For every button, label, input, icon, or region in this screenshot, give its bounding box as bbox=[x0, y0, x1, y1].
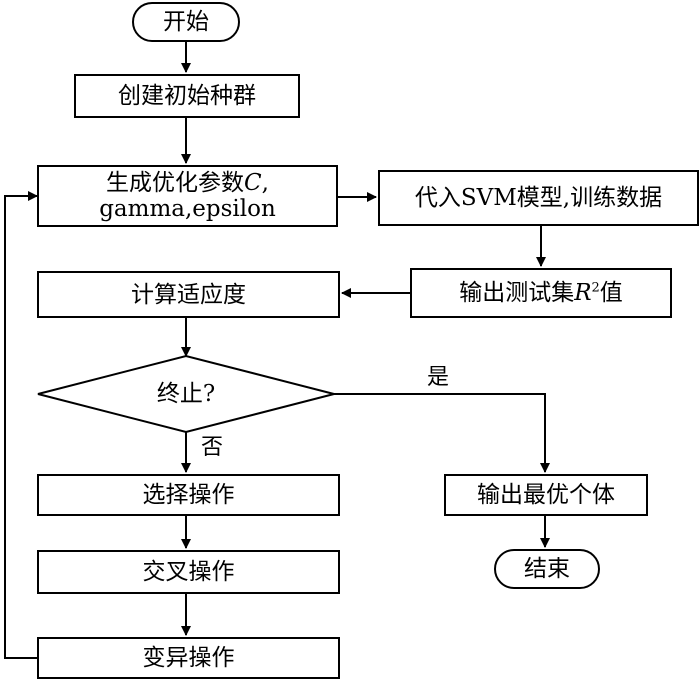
crossover-label: 交叉操作 bbox=[142, 559, 235, 585]
selection-label: 选择操作 bbox=[142, 482, 235, 508]
end-node: 结束 bbox=[494, 549, 600, 589]
generate-params-box: 生成优化参数C, gamma,epsilon bbox=[37, 165, 338, 227]
crossover-box: 交叉操作 bbox=[37, 550, 340, 594]
mutation-label: 变异操作 bbox=[142, 645, 235, 671]
compute-fitness-label: 计算适应度 bbox=[131, 281, 246, 308]
terminate-question-label: 终止? bbox=[156, 381, 216, 407]
create-population-box: 创建初始种群 bbox=[74, 74, 300, 118]
output-r2-box: 输出测试集R2值 bbox=[410, 268, 672, 318]
svm-train-label: 代入SVM模型,训练数据 bbox=[414, 185, 663, 211]
output-best-box: 输出最优个体 bbox=[444, 474, 648, 516]
output-r2-label: 输出测试集R2值 bbox=[459, 280, 623, 306]
svm-train-box: 代入SVM模型,训练数据 bbox=[378, 170, 699, 226]
selection-box: 选择操作 bbox=[37, 474, 340, 516]
compute-fitness-box: 计算适应度 bbox=[37, 271, 340, 318]
output-best-label: 输出最优个体 bbox=[477, 482, 615, 508]
generate-params-line2: gamma,epsilon bbox=[99, 196, 276, 222]
start-label: 开始 bbox=[163, 9, 209, 35]
create-population-label: 创建初始种群 bbox=[118, 83, 256, 109]
edge-mutation-loop bbox=[4, 191, 38, 659]
generate-params-line1: 生成优化参数C, bbox=[106, 170, 269, 196]
no-label: 否 bbox=[201, 435, 224, 460]
mutation-box: 变异操作 bbox=[37, 637, 340, 679]
yes-label: 是 bbox=[427, 365, 450, 390]
start-node: 开始 bbox=[132, 2, 240, 42]
end-label: 结束 bbox=[524, 556, 570, 582]
edge-decision-to-best bbox=[334, 393, 550, 473]
